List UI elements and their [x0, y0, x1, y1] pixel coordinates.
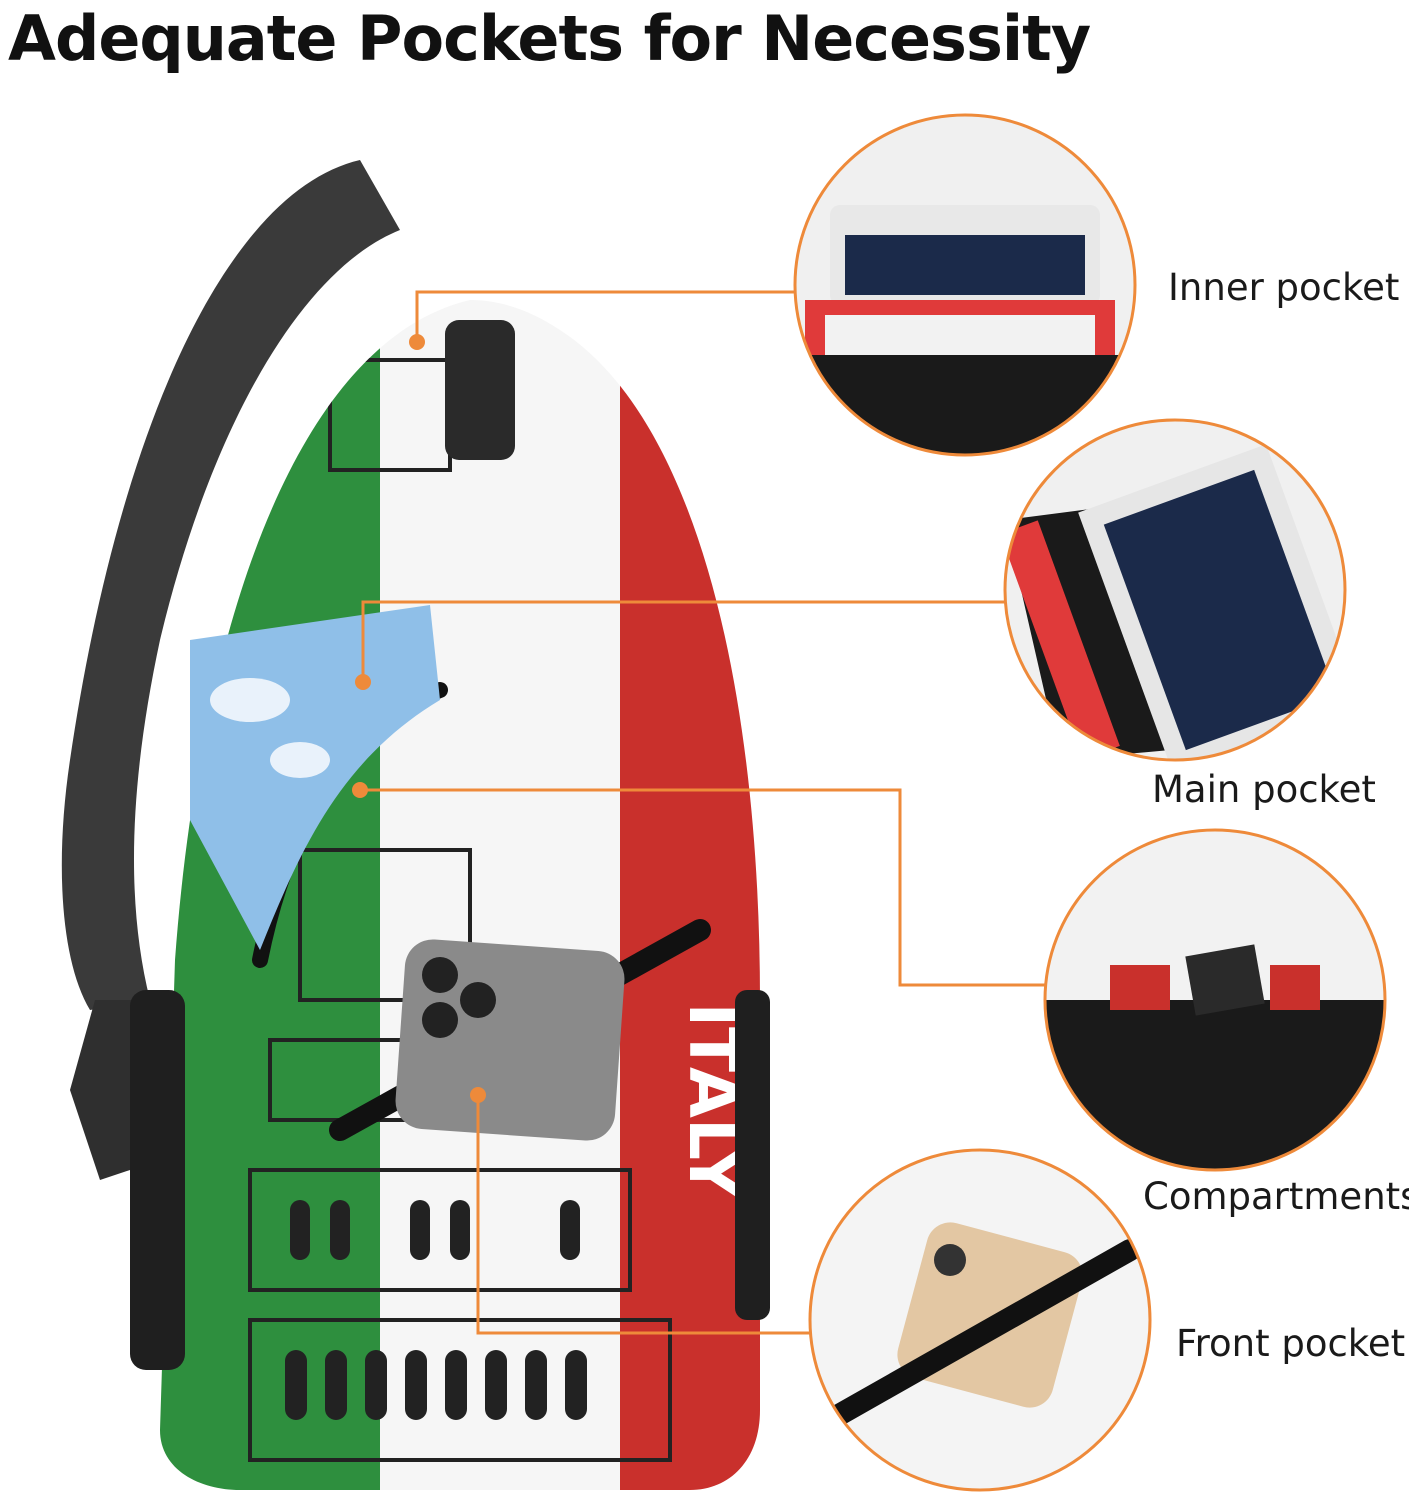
callout-label-main-pocket: Main pocket [1152, 768, 1376, 811]
arches [285, 1200, 587, 1420]
main-pocket-detail [1005, 420, 1345, 760]
callout-label-front-pocket: Front pocket [1176, 1322, 1406, 1365]
callout-label-compartments: Compartments [1143, 1175, 1409, 1218]
right-mesh-pocket [735, 990, 770, 1320]
inner-pocket-detail [795, 115, 1135, 455]
callout-lines [360, 290, 1047, 1335]
callout-dots [352, 334, 486, 1103]
compartments-detail [1045, 830, 1385, 1170]
left-mesh-pocket [130, 990, 185, 1370]
strap-clip [445, 320, 515, 460]
page-title: Adequate Pockets for Necessity [8, 2, 1091, 75]
phone [395, 939, 625, 1141]
callout-label-inner-pocket: Inner pocket [1168, 266, 1400, 309]
shoulder-strap [61, 160, 400, 1010]
front-pocket-detail [810, 1150, 1150, 1490]
flag-red-stripe [620, 300, 760, 1490]
